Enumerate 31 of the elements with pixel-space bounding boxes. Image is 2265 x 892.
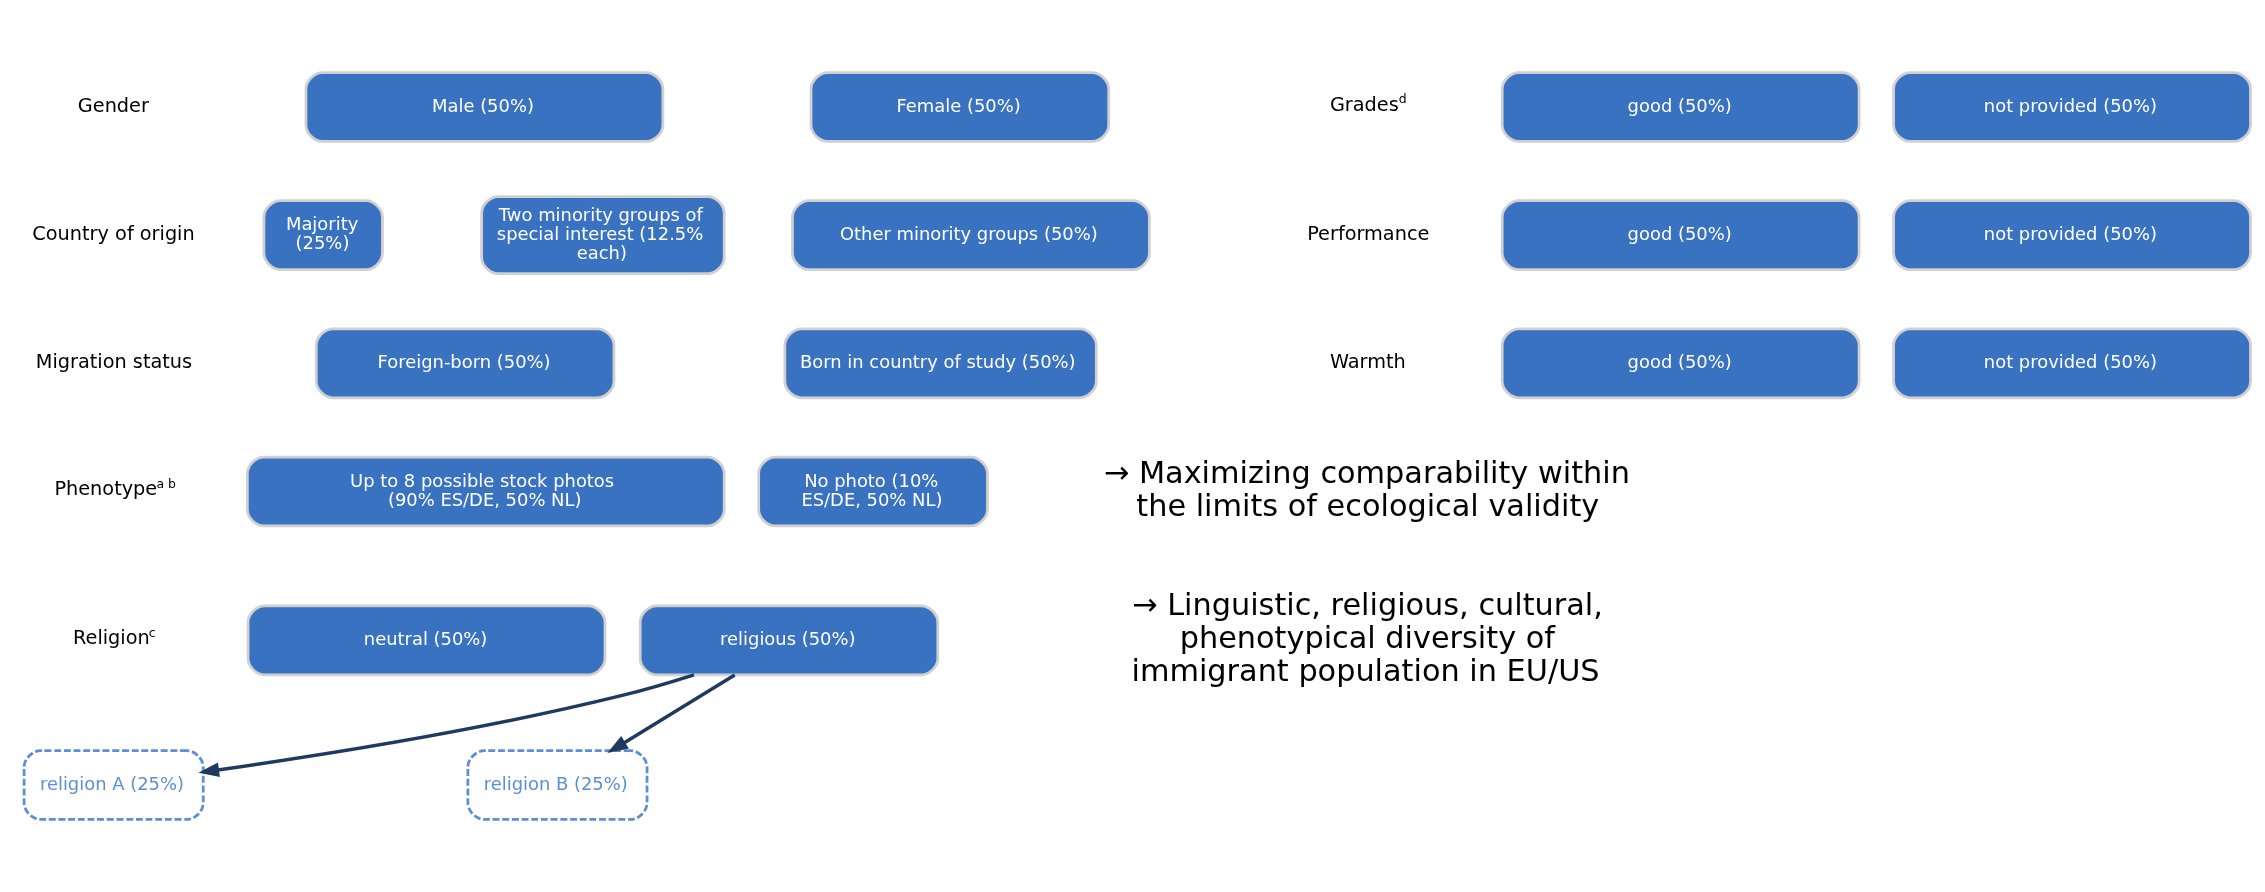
arrow xyxy=(198,673,695,777)
node-box: No photo (10% ES/DE, 50% NL) xyxy=(757,455,989,528)
label: → Linguistic, religious, cultural, phenotypical diversity of immigrant population in EU/US xyxy=(1131,586,1603,689)
node-box: not provided (50%) xyxy=(1892,199,2252,271)
node-box: Up to 8 possible stock photos (90% ES/DE, 50% NL) xyxy=(246,455,726,528)
node-box: Born in country of study (50%) xyxy=(783,327,1098,400)
node-box: religious (50%) xyxy=(638,604,940,677)
label: Performance xyxy=(1307,222,1430,246)
node-box: good (50%) xyxy=(1500,327,1861,400)
node-box: not provided (50%) xyxy=(1892,327,2252,400)
label: Religion$^{c}$ xyxy=(73,624,156,650)
node-box: neutral (50%) xyxy=(246,604,607,677)
label: Phenotype$^{a b}$ xyxy=(54,475,176,501)
node-box: good (50%) xyxy=(1500,71,1861,143)
node-box: Female (50%) xyxy=(809,71,1111,143)
node-box: religion B (25%) xyxy=(466,749,649,821)
node-box: Male (50%) xyxy=(304,71,665,143)
label: Gender xyxy=(77,94,149,118)
label: Migration status xyxy=(35,350,193,374)
node-box: Majority (25%) xyxy=(262,199,384,271)
node-box: Foreign-born (50%) xyxy=(314,327,616,400)
node-box: Other minority groups (50%) xyxy=(791,199,1151,271)
label: Country of origin xyxy=(32,222,195,246)
node-box: good (50%) xyxy=(1500,199,1861,271)
node-box: Two minority groups of special interest (12.5% each) xyxy=(480,195,726,276)
label: → Maximizing comparability within the limits of ecological validity xyxy=(1103,454,1630,523)
arrow xyxy=(607,673,736,754)
label: Grades$^{d}$ xyxy=(1329,91,1407,116)
node-box: religion A (25%) xyxy=(22,749,205,821)
node-box: not provided (50%) xyxy=(1892,71,2252,143)
label: Warmth xyxy=(1329,350,1406,374)
